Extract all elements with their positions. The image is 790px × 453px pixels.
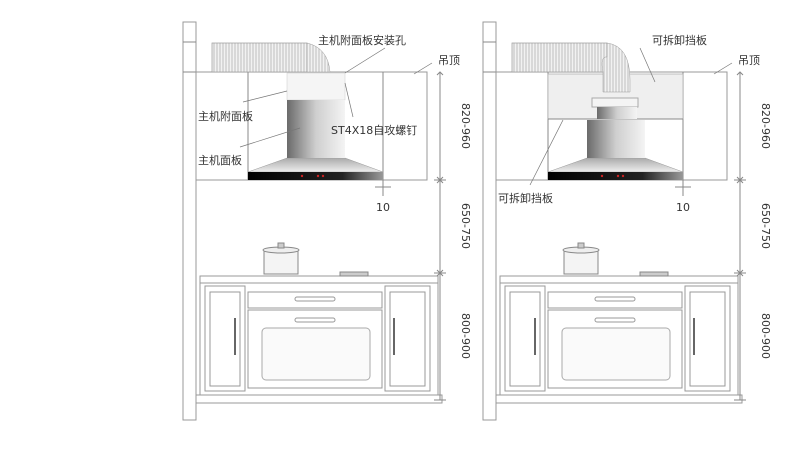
dim-hood-height: 820-960 [759,103,772,149]
mount-hole-label: 主机附面板安装孔 [318,33,406,47]
ceiling-label: 吊顶 [438,54,460,67]
main-panel-label: 主机面板 [198,153,242,167]
right-install-panel: 可拆卸挡板 吊顶 可拆卸挡板 10 820-960 650-750 800-90… [482,21,772,421]
dim-counter-height: 800-900 [759,313,772,359]
dim-hood-to-counter: 650-750 [459,203,472,249]
aux-panel-shape [286,72,346,101]
dim-hood-to-counter: 650-750 [759,203,772,249]
baffle-top-label: 可拆卸挡板 [652,33,707,47]
ceiling-label: 吊顶 [738,54,760,67]
dim-hood-height: 820-960 [459,103,472,149]
screw-label: ST4X18自攻螺钉 [331,123,417,137]
dim-counter-height: 800-900 [459,313,472,359]
baffle-bottom-label: 可拆卸挡板 [498,191,553,205]
gap-label: 10 [376,201,390,214]
gap-label: 10 [676,201,690,214]
left-install-panel: 主机附面板安装孔 吊顶 主机附面板 ST4X18自攻螺钉 主机面板 10 820… [182,21,472,421]
aux-panel-label: 主机附面板 [198,109,253,123]
